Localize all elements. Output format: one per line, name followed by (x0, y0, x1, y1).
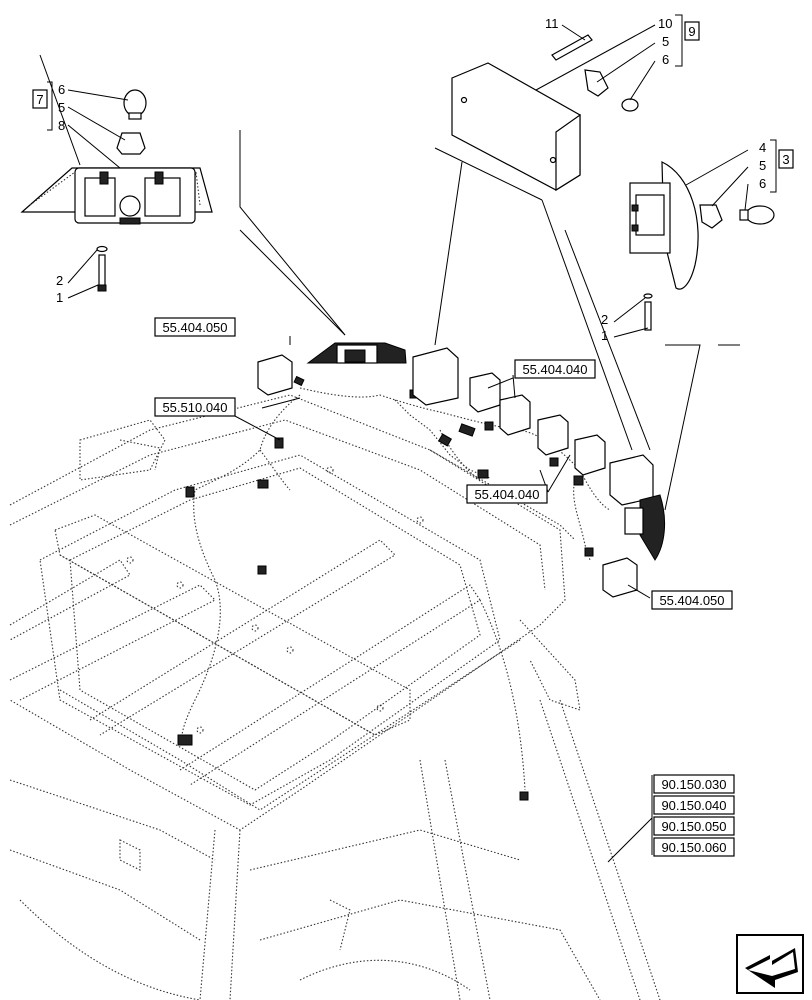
roof-beacon-block (412, 347, 459, 406)
group-3-item-1: 4 (759, 140, 766, 155)
roof-lamp-right-block (609, 454, 665, 561)
group-7-item-1: 6 (58, 82, 65, 97)
ref-box-7-label[interactable]: 90.150.040 (661, 798, 726, 813)
next-page-arrow-icon[interactable] (736, 934, 804, 994)
callout-left-screw: 1 (56, 290, 63, 305)
beacon-lamp-assembly (451, 34, 639, 192)
cab-roof-frame (9, 394, 661, 1000)
ref-box-5[interactable]: 55.404.050 (651, 590, 733, 610)
callout-right-screw: 1 (601, 328, 608, 343)
ref-box-3-label: 55.404.040 (522, 362, 587, 377)
callout-group-9: 11 10 5 6 9 (545, 14, 700, 67)
ref-box-1[interactable]: 55.404.050 (154, 317, 236, 337)
roof-lamp-rear-center (306, 342, 407, 364)
group-9-item-1: 10 (658, 16, 672, 31)
callout-group-7: 7 6 5 8 (32, 81, 65, 133)
group-9-label: 9 (688, 24, 695, 39)
group-9-item-2: 5 (662, 34, 669, 49)
leader-lines (39, 24, 749, 863)
ref-box-4-label: 55.404.040 (474, 487, 539, 502)
rear-work-lamp-assembly (20, 89, 213, 292)
roof-relay-modules (257, 354, 638, 598)
callout-group-3: 4 5 6 3 (759, 139, 794, 193)
group-7-item-3: 8 (58, 118, 65, 133)
ref-box-1-label: 55.404.050 (162, 320, 227, 335)
ref-box-5-label: 55.404.050 (659, 593, 724, 608)
group-3-label: 3 (782, 152, 789, 167)
ref-box-4[interactable]: 55.404.040 (466, 484, 548, 504)
group-7-label: 7 (36, 92, 43, 107)
callout-left-washer: 2 (56, 273, 63, 288)
ref-box-9-label[interactable]: 90.150.060 (661, 840, 726, 855)
ref-box-2[interactable]: 55.510.040 (154, 397, 236, 417)
ref-box-3[interactable]: 55.404.040 (514, 359, 596, 379)
group-3-item-2: 5 (759, 158, 766, 173)
callout-screw-11: 11 (545, 16, 559, 31)
group-3-item-3: 6 (759, 176, 766, 191)
harness-connectors (177, 375, 594, 801)
ref-box-8-label[interactable]: 90.150.050 (661, 819, 726, 834)
group-9-item-3: 6 (662, 52, 669, 67)
ref-box-stack: 90.150.030 90.150.040 90.150.050 90.150.… (651, 774, 735, 857)
ref-box-2-label: 55.510.040 (162, 400, 227, 415)
side-lamp-assembly (629, 161, 775, 331)
ref-box-6-label[interactable]: 90.150.030 (661, 777, 726, 792)
callout-right-washer: 2 (601, 312, 608, 327)
group-7-item-2: 5 (58, 100, 65, 115)
